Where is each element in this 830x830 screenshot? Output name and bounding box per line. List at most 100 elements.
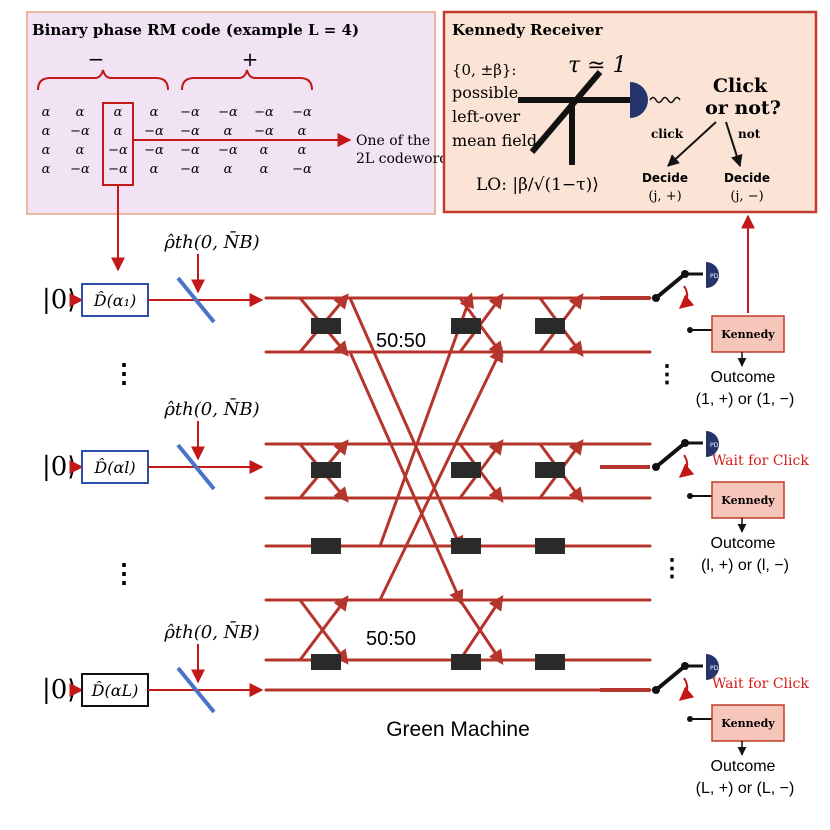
fifty-fifty-splitter <box>535 654 565 670</box>
beam-crossing <box>458 595 504 661</box>
minus-brace <box>37 69 169 91</box>
outcome-label: Outcome <box>711 758 776 775</box>
outcome-values: (l, +) or (l, −) <box>701 557 789 574</box>
displacement-label: D̂(αL) <box>91 681 139 700</box>
displacement-box <box>81 283 149 317</box>
thermal-noise-label: ρ̂th(0, N̄B) <box>163 397 259 420</box>
fifty-fifty-splitter <box>311 318 341 334</box>
codeword-matrix-entry: −α <box>70 162 90 177</box>
codeword-matrix-entry: −α <box>218 143 238 158</box>
beam-crossing <box>348 297 464 552</box>
switch-joint <box>681 662 689 670</box>
kennedy-box-label: Kennedy <box>721 717 775 730</box>
rm-panel-background <box>26 11 436 215</box>
input-ellipsis-upper: ⋮ <box>111 359 137 389</box>
thermal-noise-splitter <box>176 276 216 324</box>
fifty-fifty-splitter <box>535 318 565 334</box>
thermal-noise-label: ρ̂th(0, N̄B) <box>163 620 259 643</box>
leftover-set-label: {0, ±β}: <box>452 61 516 79</box>
displacement-label: D̂(αl) <box>93 458 135 477</box>
codeword-matrix-entry: α <box>298 124 307 139</box>
codeword-matrix-entry: α <box>76 105 85 120</box>
fifty-fifty-splitter <box>535 538 565 554</box>
leftover-line1: possible <box>452 83 518 102</box>
fifty-fifty-splitter <box>311 654 341 670</box>
leftover-line3: mean field <box>452 131 537 150</box>
green-machine-beam-network <box>264 292 652 692</box>
codeword-matrix-entry: −α <box>254 105 274 120</box>
codeword-matrix-entry: −α <box>180 162 200 177</box>
output-ellipsis-lower: ⋮ <box>660 553 684 582</box>
thermal-noise-label: ρ̂th(0, N̄B) <box>163 230 259 253</box>
codeword-matrix-entry: −α <box>108 162 128 177</box>
rm-panel-title: Binary phase RM code (example L = 4) <box>32 21 359 39</box>
photodetector-icon <box>706 654 719 680</box>
codeword-matrix-entry: α <box>42 105 51 120</box>
displacement-box <box>81 450 149 484</box>
codeword-note-line2: 2L codewords <box>356 151 455 167</box>
branch-not-label: not <box>738 127 761 141</box>
kennedy-signal-squiggle <box>649 96 681 104</box>
codeword-matrix-entry: −α <box>292 105 312 120</box>
codeword-matrix-entry: α <box>298 143 307 158</box>
photodetector-label: PD <box>710 442 719 449</box>
kennedy-receiver-box <box>711 481 785 519</box>
photodetector-icon <box>706 262 719 288</box>
minus-sign-label: − <box>88 47 105 71</box>
splitter-ratio-bottom: 50:50 <box>366 628 416 650</box>
fifty-fifty-splitter <box>451 538 481 554</box>
redirect-arrow <box>678 677 695 701</box>
fifty-fifty-splitter <box>535 462 565 478</box>
codeword-matrix-entry: α <box>114 105 123 120</box>
splitter-ratio-top: 50:50 <box>376 330 426 352</box>
codeword-matrix-entry: −α <box>108 143 128 158</box>
fifty-fifty-splitter <box>451 654 481 670</box>
branch-not-arrow <box>725 121 743 168</box>
output-ellipsis-upper: ⋮ <box>655 359 679 388</box>
decide-minus-value: (j, −) <box>730 189 763 204</box>
thermal-noise-splitter <box>176 666 216 714</box>
green-machine-label: Green Machine <box>386 718 530 741</box>
switch-lever <box>654 441 687 469</box>
codeword-note-line1: One of the <box>356 133 430 149</box>
fifty-fifty-splitter <box>451 318 481 334</box>
codeword-matrix-entry: −α <box>144 143 164 158</box>
codeword-matrix-entry: −α <box>180 143 200 158</box>
codeword-matrix-entry: α <box>42 124 51 139</box>
thermal-noise-splitter <box>176 443 216 491</box>
kennedy-receiver-panel: Kennedy Receiver {0, ±β}: possible left-… <box>442 10 818 214</box>
photodetector-icon <box>706 431 719 457</box>
codeword-matrix-entry: −α <box>70 124 90 139</box>
fifty-fifty-splitter <box>451 462 481 478</box>
fifty-fifty-splitter <box>311 538 341 554</box>
plus-sign-label: + <box>242 47 259 71</box>
switch-lever <box>654 664 687 692</box>
switch-lever <box>654 272 687 300</box>
fifty-fifty-splitter <box>311 462 341 478</box>
outcome-label: Outcome <box>711 535 776 552</box>
beam-crossing <box>298 595 349 661</box>
leftover-line2: left-over <box>452 107 520 126</box>
kennedy-panel-title: Kennedy Receiver <box>452 21 604 39</box>
beam-crossing <box>378 346 503 601</box>
green-machine-beamsplitters <box>311 318 565 670</box>
photodetector-label: PD <box>710 273 719 280</box>
branch-click-arrow <box>667 121 717 167</box>
input-ellipsis-lower: ⋮ <box>111 559 137 589</box>
decide-plus-word: Decide <box>642 171 688 185</box>
displacement-label: D̂(α₁) <box>93 291 137 310</box>
outcome-values: (L, +) or (L, −) <box>696 780 795 797</box>
codeword-matrix-entry: α <box>150 162 159 177</box>
codeword-matrix-entry: α <box>42 143 51 158</box>
codeword-matrix-entry: α <box>224 162 233 177</box>
kennedy-detector-icon <box>630 82 648 118</box>
rm-code-panel: Binary phase RM code (example L = 4) − +… <box>26 11 455 215</box>
codeword-matrix-entry: α <box>260 162 269 177</box>
plus-brace <box>181 69 313 91</box>
decide-plus-value: (j, +) <box>648 189 681 204</box>
branch-click-label: click <box>651 127 684 141</box>
codeword-matrix-entry: α <box>260 143 269 158</box>
wait-for-click-label: Wait for Click <box>712 453 809 469</box>
